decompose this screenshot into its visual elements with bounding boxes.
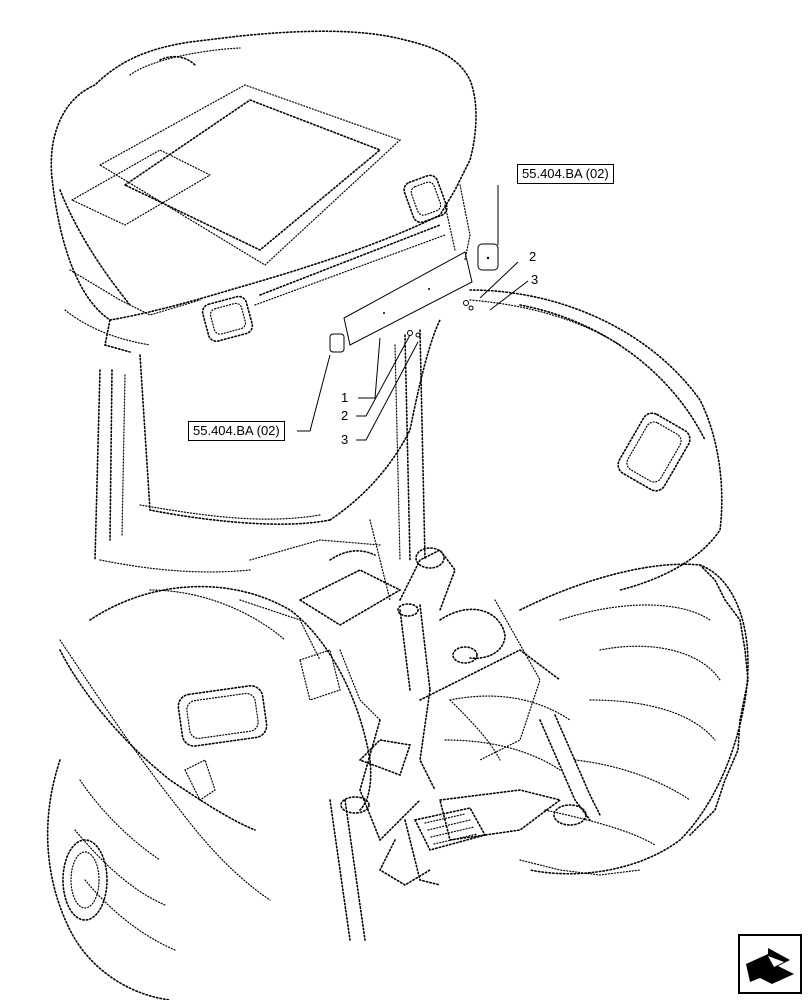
callout-number-2-left: 2 — [341, 408, 349, 423]
left-rear-tyre — [46, 639, 271, 1000]
roof-work-lights — [201, 174, 471, 343]
cab-roof — [50, 30, 477, 353]
callout-number-1-left: 1 — [341, 390, 349, 405]
three-point-linkage — [239, 519, 641, 941]
reference-box-left[interactable]: 55.404.BA (02) — [188, 421, 285, 441]
callout-leaders — [297, 185, 529, 441]
drawbar-plate — [413, 807, 487, 851]
cab-rear-window — [94, 319, 441, 573]
left-fender — [59, 585, 372, 831]
right-fender — [469, 289, 723, 591]
right-rear-tyre — [444, 563, 749, 875]
callout-number-3-right: 3 — [531, 272, 539, 287]
license-plate-bracket — [329, 243, 499, 353]
view-orientation-arrow-icon[interactable] — [738, 934, 802, 994]
callout-number-2-right: 2 — [529, 249, 537, 264]
callout-number-3-left: 3 — [341, 432, 349, 447]
reference-box-top-right[interactable]: 55.404.BA (02) — [517, 164, 614, 184]
